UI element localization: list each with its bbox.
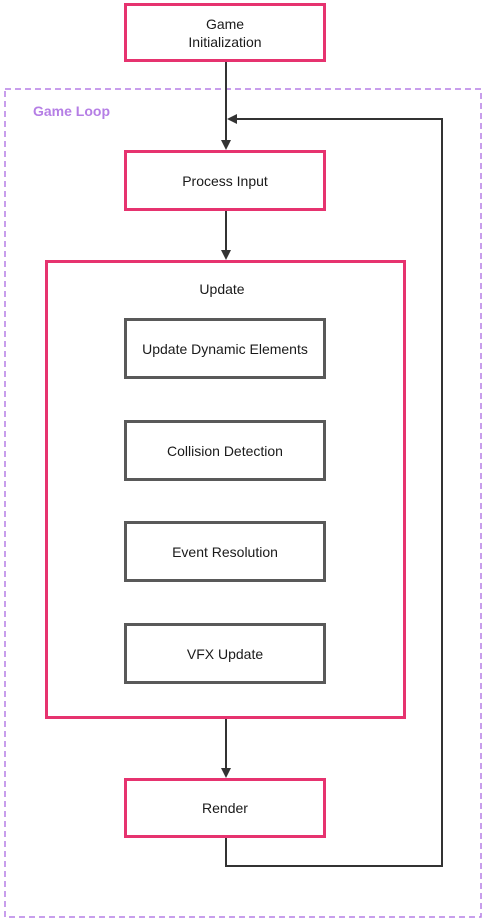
vfx-update-node: VFX Update xyxy=(124,623,326,684)
event-resolution-label: Event Resolution xyxy=(172,543,278,560)
update-container-label: Update xyxy=(199,281,245,297)
process-input-node: Process Input xyxy=(124,150,326,211)
collision-detection-label: Collision Detection xyxy=(167,442,283,459)
update-dynamic-elements-label: Update Dynamic Elements xyxy=(142,340,308,357)
arrow-render-loop-back xyxy=(225,114,443,867)
update-dynamic-elements-node: Update Dynamic Elements xyxy=(124,318,326,379)
game-loop-group-border xyxy=(4,88,482,918)
render-node: Render xyxy=(124,778,326,838)
game-initialization-line2: Initialization xyxy=(188,33,262,50)
game-initialization-node: Game Initialization xyxy=(124,3,326,62)
collision-detection-node: Collision Detection xyxy=(124,420,326,481)
event-resolution-node: Event Resolution xyxy=(124,521,326,582)
process-input-label: Process Input xyxy=(182,172,268,189)
render-label: Render xyxy=(202,800,248,816)
game-initialization-line1: Game xyxy=(205,15,245,32)
vfx-update-label: VFX Update xyxy=(186,645,264,662)
game-loop-label: Game Loop xyxy=(33,103,111,119)
